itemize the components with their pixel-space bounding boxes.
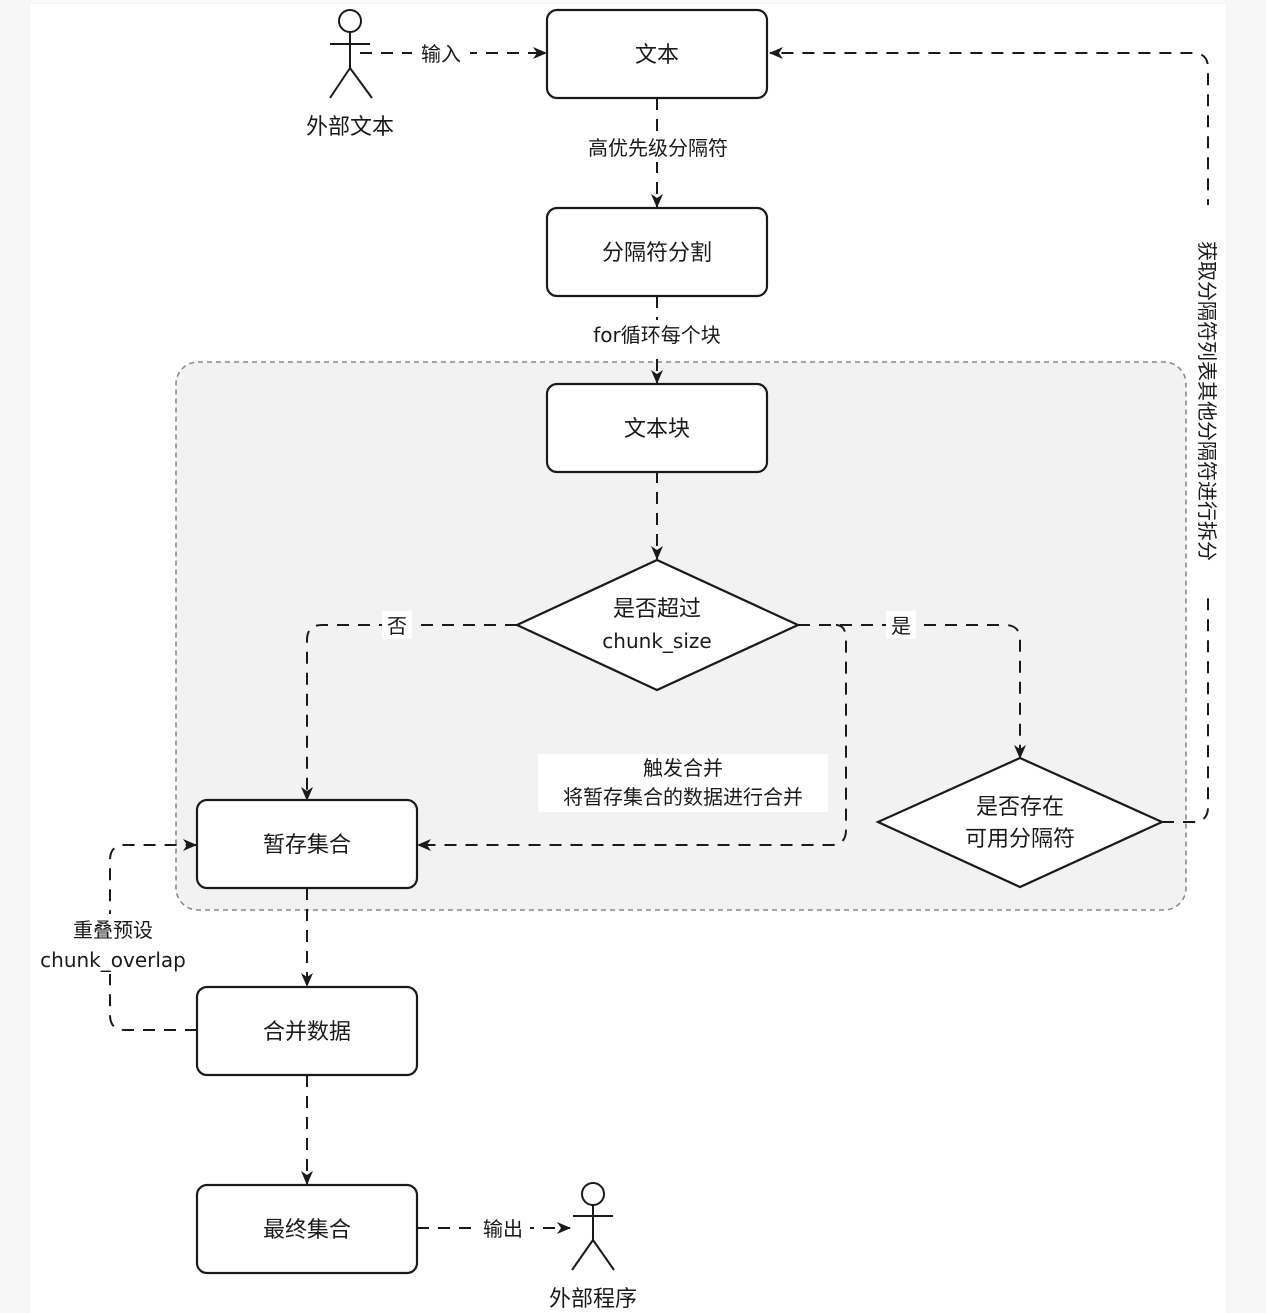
edge-for-each-chunk-label: for循环每个块 (593, 323, 721, 347)
edge-high-priority-sep-label: 高优先级分隔符 (588, 136, 728, 160)
node-text-chunk (545, 382, 769, 474)
node-has-sep-label-2: 可用分隔符 (965, 827, 1075, 852)
edge-yes-label: 是 (891, 614, 911, 638)
edge-merge-trigger-label-1: 触发合并 (643, 756, 723, 780)
edge-yes (798, 624, 1026, 759)
edge-merge-trigger (417, 624, 847, 851)
node-separator-split (545, 206, 769, 298)
node-temp-set-label: 暂存集合 (263, 833, 351, 858)
node-temp-set (195, 798, 419, 890)
node-exceed-chunk-size (514, 558, 801, 692)
actor-external-program (571, 1182, 615, 1271)
node-text (545, 8, 769, 100)
node-merge-data (195, 985, 419, 1077)
edge-output-label: 输出 (483, 1217, 523, 1241)
node-merge-data-label: 合并数据 (263, 1020, 351, 1045)
node-final-set-label: 最终集合 (263, 1218, 351, 1243)
actor-external-text (329, 9, 373, 99)
edge-no-label: 否 (387, 614, 407, 638)
node-exceed-label-1: 是否超过 (613, 597, 701, 622)
actor-external-text-label: 外部文本 (306, 115, 394, 140)
edge-overlap-label-2: chunk_overlap (40, 948, 186, 972)
node-has-sep-label-1: 是否存在 (976, 795, 1064, 820)
edge-no (301, 624, 517, 801)
actor-external-program-label: 外部程序 (549, 1287, 637, 1312)
node-text-chunk-label: 文本块 (624, 417, 690, 442)
edge-input-label: 输入 (421, 42, 461, 66)
edge-retry-label: 获取分隔符列表其他分隔符进行拆分 (1195, 241, 1219, 561)
node-text-label: 文本 (635, 43, 679, 68)
node-exceed-label-2: chunk_size (602, 629, 711, 653)
node-has-available-separator (875, 756, 1165, 889)
edge-merge-trigger-label-2: 将暂存集合的数据进行合并 (563, 785, 803, 809)
node-final-set (195, 1183, 419, 1275)
edge-overlap-label-1: 重叠预设 (73, 918, 153, 942)
node-separator-split-label: 分隔符分割 (602, 241, 712, 266)
